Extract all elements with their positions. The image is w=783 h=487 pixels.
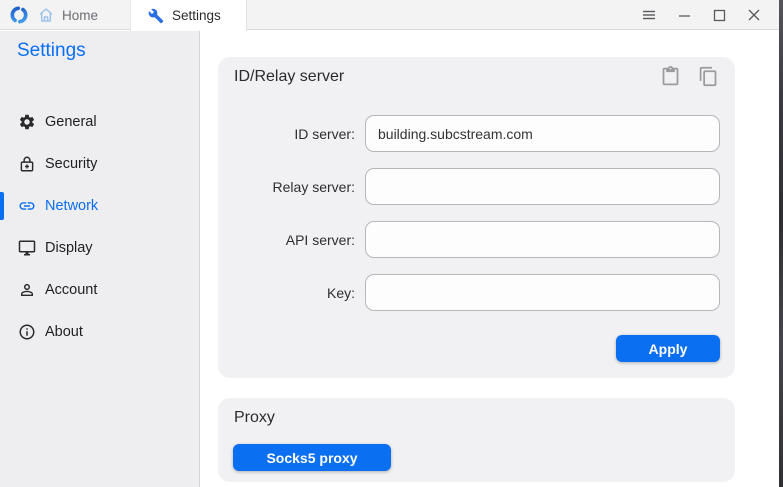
settings-content: ID/Relay server ID server: Relay server:… xyxy=(201,31,779,487)
key-row: Key: xyxy=(218,274,735,311)
sidebar-item-label: Network xyxy=(45,198,99,214)
tab-home-label: Home xyxy=(62,7,99,23)
sidebar-item-network[interactable]: Network xyxy=(0,185,200,227)
info-icon xyxy=(19,324,35,340)
app-logo-icon xyxy=(9,5,29,25)
paste-icon[interactable] xyxy=(660,66,681,87)
active-indicator xyxy=(0,234,4,262)
window-controls xyxy=(638,0,765,30)
settings-sidebar: Settings General Security Network xyxy=(0,31,200,487)
api-server-row: API server: xyxy=(218,221,735,258)
key-input[interactable] xyxy=(365,274,720,311)
wrench-icon xyxy=(148,8,164,23)
sidebar-item-about[interactable]: About xyxy=(0,311,200,353)
home-icon xyxy=(39,8,53,22)
id-server-input[interactable] xyxy=(365,115,720,152)
monitor-icon xyxy=(18,240,36,256)
sidebar-item-security[interactable]: Security xyxy=(0,143,200,185)
copy-icon[interactable] xyxy=(698,66,719,87)
active-indicator xyxy=(0,108,4,136)
active-indicator xyxy=(0,318,4,346)
card-title: ID/Relay server xyxy=(234,68,345,85)
menu-icon[interactable] xyxy=(638,4,660,26)
sidebar-item-label: About xyxy=(45,324,83,340)
apply-button[interactable]: Apply xyxy=(616,335,720,362)
sidebar-item-account[interactable]: Account xyxy=(0,269,200,311)
api-server-input[interactable] xyxy=(365,221,720,258)
person-icon xyxy=(21,284,33,296)
sidebar-item-label: Account xyxy=(45,282,98,298)
minimize-button[interactable] xyxy=(673,4,695,26)
link-icon xyxy=(19,202,35,210)
active-indicator xyxy=(0,276,4,304)
maximize-button[interactable] xyxy=(708,4,730,26)
id-server-row: ID server: xyxy=(218,115,735,152)
api-server-label: API server: xyxy=(285,231,355,248)
active-indicator xyxy=(0,150,4,178)
sidebar-item-label: Display xyxy=(45,240,93,256)
relay-server-input[interactable] xyxy=(365,168,720,205)
id-relay-server-card: ID/Relay server ID server: Relay server:… xyxy=(218,57,735,378)
sidebar-item-label: Security xyxy=(45,156,98,172)
id-server-label: ID server: xyxy=(294,125,355,142)
tab-settings-label: Settings xyxy=(172,8,221,23)
lock-plus-icon xyxy=(20,156,34,172)
screen-edge-strip xyxy=(779,0,783,487)
sidebar-item-display[interactable]: Display xyxy=(0,227,200,269)
relay-server-row: Relay server: xyxy=(218,168,735,205)
key-label: Key: xyxy=(326,284,355,301)
sidebar-title: Settings xyxy=(17,40,86,61)
close-button[interactable] xyxy=(743,4,765,26)
card-header-icons xyxy=(660,66,719,87)
gear-icon xyxy=(19,114,35,130)
tab-settings[interactable]: Settings xyxy=(130,0,247,31)
sidebar-item-general[interactable]: General xyxy=(0,101,200,143)
socks5-proxy-button[interactable]: Socks5 proxy xyxy=(233,444,391,471)
active-indicator xyxy=(0,192,4,220)
card-title: Proxy xyxy=(234,409,275,426)
tab-home[interactable]: Home xyxy=(38,0,98,30)
sidebar-item-label: General xyxy=(45,114,97,130)
proxy-card: Proxy Socks5 proxy xyxy=(218,398,735,482)
titlebar: Home Settings xyxy=(0,0,779,31)
relay-server-label: Relay server: xyxy=(272,178,355,195)
